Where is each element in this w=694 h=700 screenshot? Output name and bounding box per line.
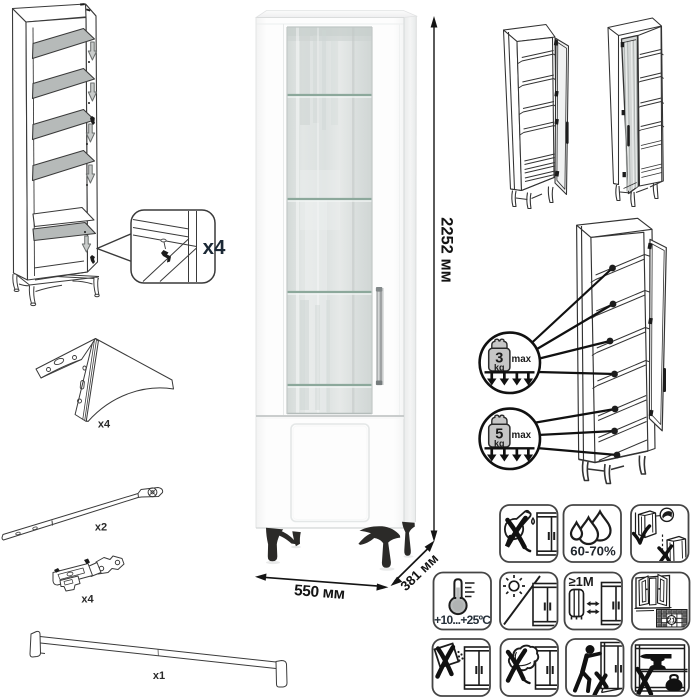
svg-text:x1: x1 [153,670,165,682]
svg-text:max: max [511,430,531,441]
svg-text:550 мм: 550 мм [293,582,345,603]
svg-text:x4: x4 [98,419,111,431]
svg-text:3: 3 [495,351,503,367]
svg-text:x4: x4 [203,236,226,259]
svg-text:2252 мм: 2252 мм [438,217,456,283]
svg-text:kg: kg [494,438,505,448]
svg-text:60-70%: 60-70% [570,544,616,559]
svg-text:5: 5 [495,427,503,443]
svg-text:x4: x4 [81,594,94,606]
svg-text:x2: x2 [95,522,107,534]
svg-text:≥1М: ≥1М [569,574,594,589]
svg-text:+10...+25ºC: +10...+25ºC [434,613,491,627]
svg-text:21: 21 [668,618,676,625]
svg-text:max: max [511,354,531,365]
svg-text:kg: kg [494,362,505,372]
